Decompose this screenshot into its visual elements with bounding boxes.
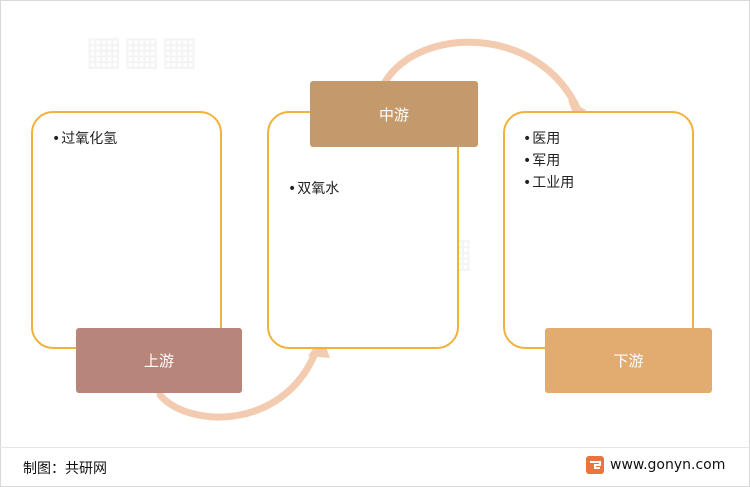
midstream-items: 双氧水	[288, 178, 339, 200]
midstream-item: 双氧水	[288, 178, 339, 200]
downstream-label: 下游	[545, 328, 712, 393]
downstream-item: 医用	[523, 128, 574, 150]
downstream-items: 医用 军用 工业用	[523, 128, 574, 194]
upstream-items: 过氧化氢	[52, 128, 117, 150]
arc-mid-to-down	[381, 38, 582, 114]
downstream-item: 军用	[523, 150, 574, 172]
upstream-item: 过氧化氢	[52, 128, 117, 150]
source-credit: 制图：共研网	[23, 461, 107, 477]
watermark-mark: ▦▦▦	[85, 28, 198, 74]
footer-divider	[0, 447, 750, 448]
upstream-card	[31, 111, 222, 349]
upstream-label: 上游	[76, 328, 242, 393]
midstream-label: 中游	[310, 81, 478, 147]
website-credit: www.gonyn.com	[586, 456, 725, 474]
gonyn-logo-icon	[586, 456, 604, 474]
arc-up-to-mid	[156, 341, 322, 421]
midstream-card	[267, 111, 459, 349]
downstream-item: 工业用	[523, 172, 574, 194]
website-url: www.gonyn.com	[610, 457, 726, 473]
